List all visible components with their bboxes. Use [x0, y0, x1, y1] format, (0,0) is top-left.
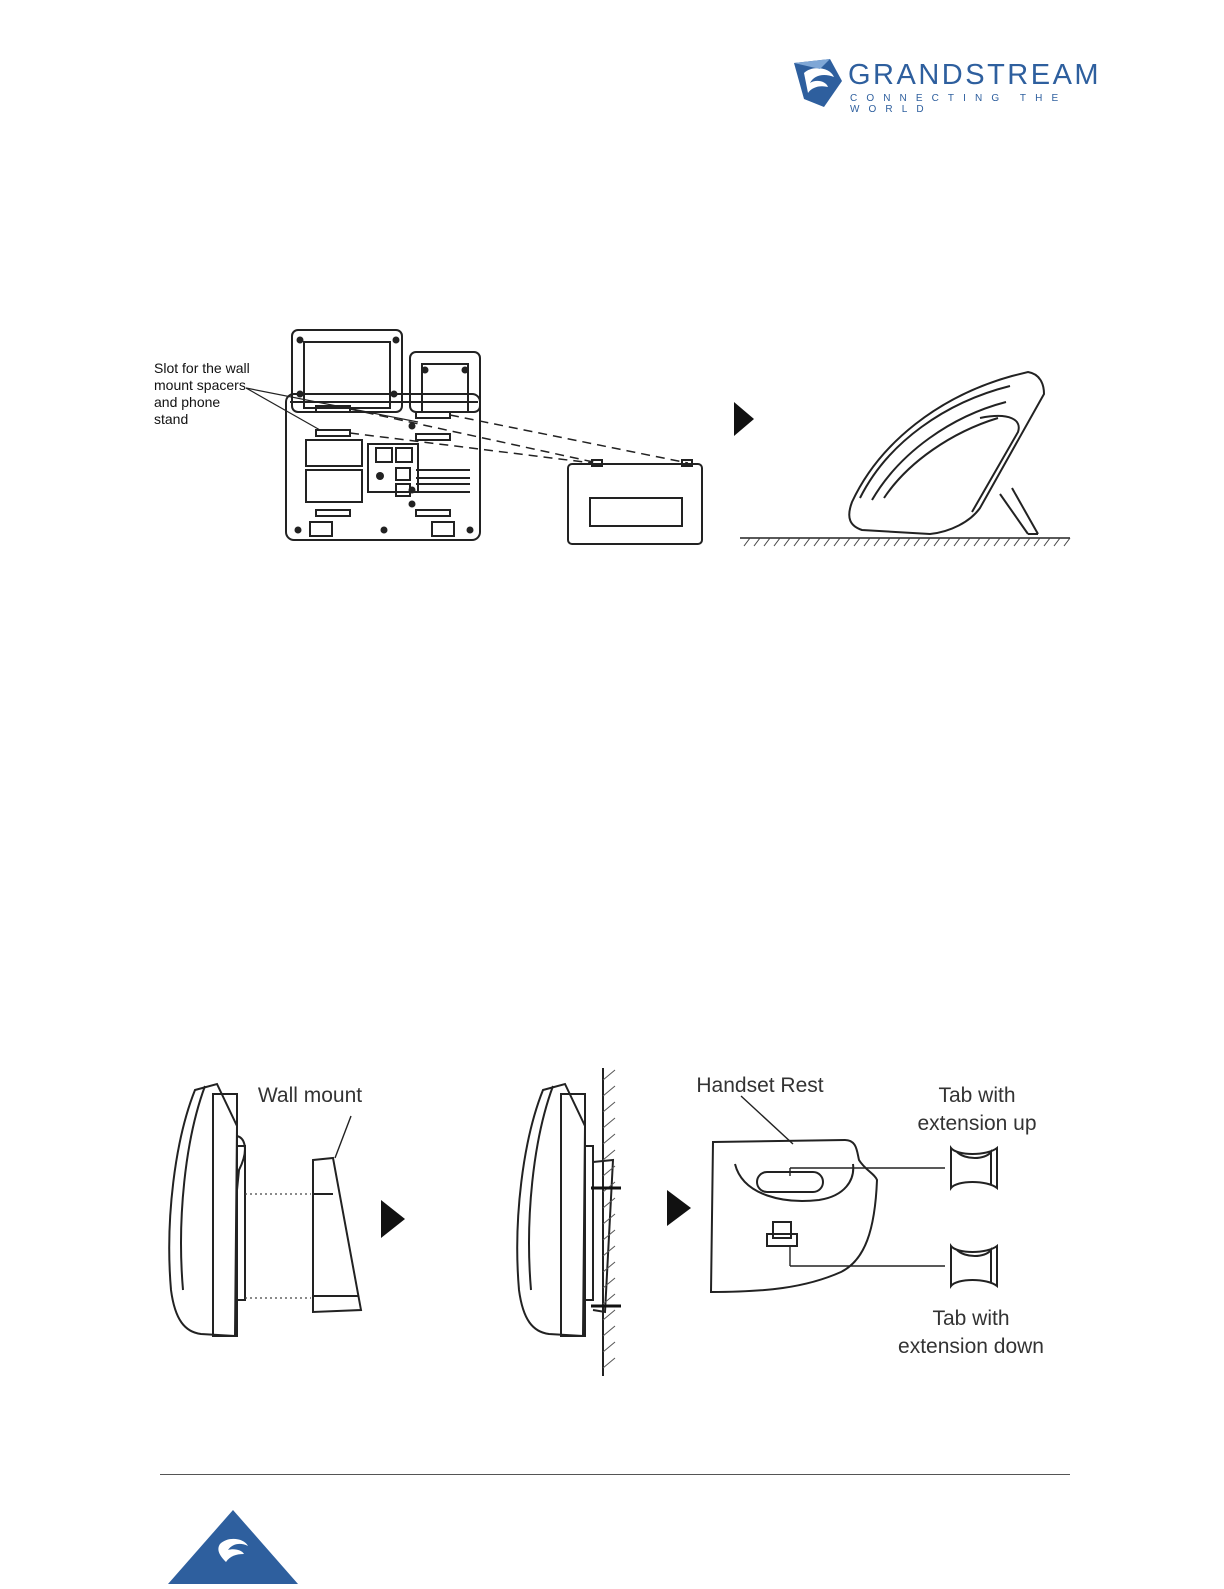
- tab-up-label-line-2: extension up: [897, 1110, 1057, 1138]
- brand-tagline: CONNECTING THE WORLD: [850, 93, 1130, 115]
- slot-callout-line-4: stand: [154, 411, 250, 428]
- slot-callout-line-1: Slot for the wall: [154, 360, 250, 377]
- wall-mount-label: Wall mount: [245, 1082, 375, 1110]
- tab-down-label-line-2: extension down: [885, 1333, 1057, 1361]
- figure-wall-mount: Wall mount Handset Rest Tab with extensi…: [145, 1060, 1065, 1380]
- footer-rule: [160, 1474, 1070, 1475]
- tab-down-label: Tab with extension down: [885, 1305, 1057, 1361]
- slot-callout: Slot for the wall mount spacers and phon…: [154, 360, 250, 428]
- grandstream-logo-icon: [790, 55, 846, 111]
- tab-up-label: Tab with extension up: [897, 1082, 1057, 1138]
- slot-callout-line-2: mount spacers: [154, 377, 250, 394]
- tab-down-label-line-1: Tab with: [885, 1305, 1057, 1333]
- desk-stand-diagram: [140, 322, 1080, 558]
- slot-callout-line-3: and phone: [154, 394, 250, 411]
- handset-rest-label: Handset Rest: [680, 1072, 840, 1100]
- tab-up-label-line-1: Tab with: [897, 1082, 1057, 1110]
- brand-name: GRANDSTREAM: [848, 59, 1101, 92]
- footer-logo-badge: [168, 1510, 298, 1584]
- brand-logo: GRANDSTREAM CONNECTING THE WORLD: [790, 55, 1130, 115]
- grandstream-logo-icon: [168, 1510, 298, 1584]
- figure-desk-stand: Slot for the wall mount spacers and phon…: [140, 322, 1080, 558]
